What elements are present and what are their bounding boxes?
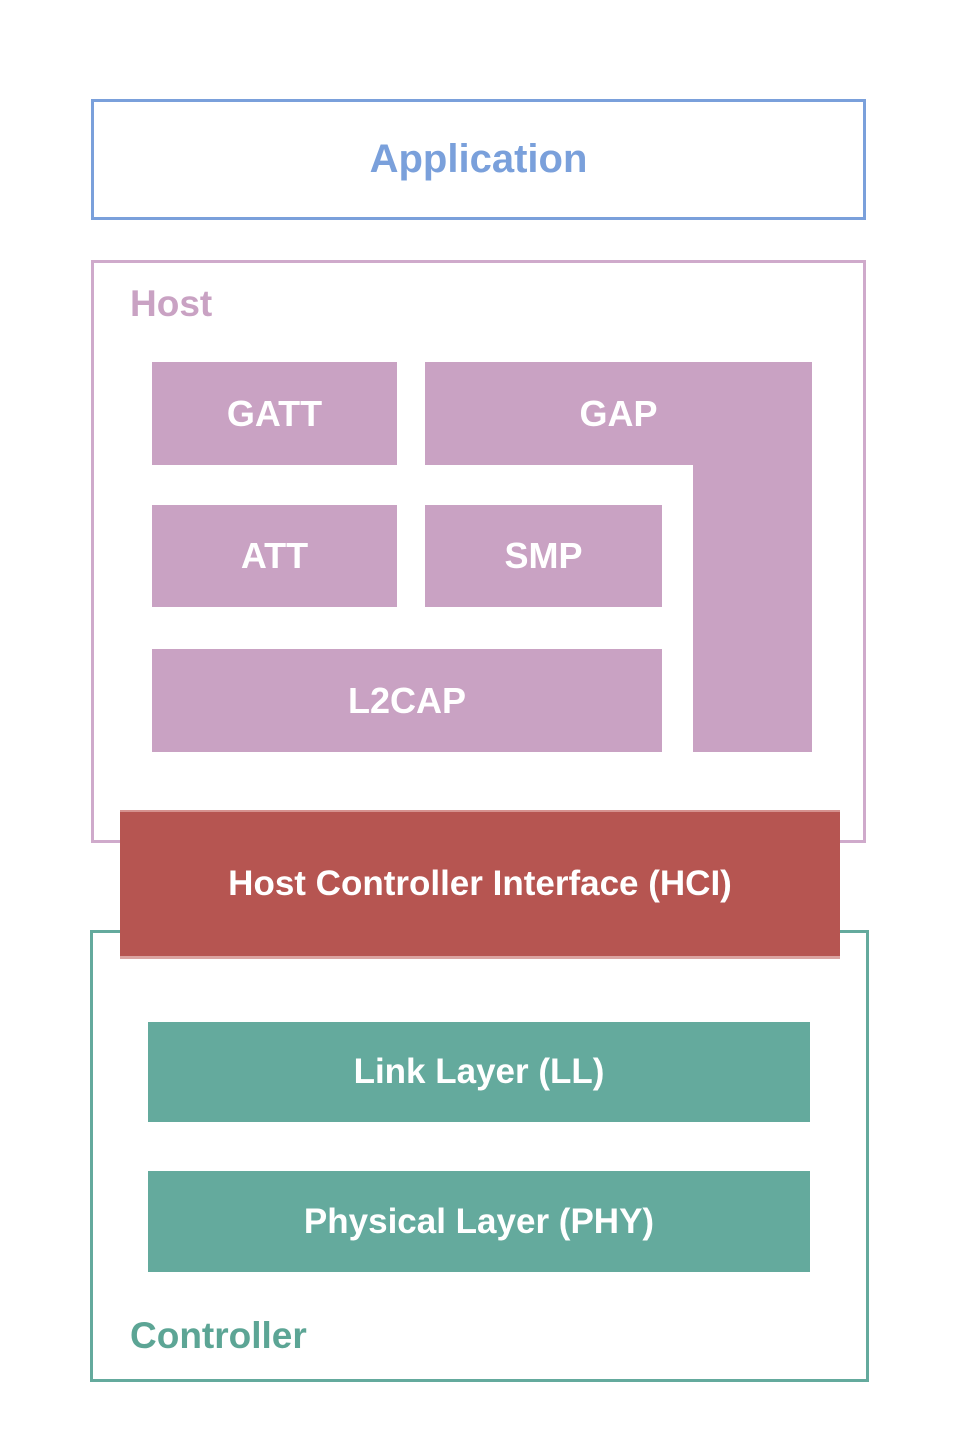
host-label: Host xyxy=(130,283,213,324)
l2cap-label: L2CAP xyxy=(347,679,467,721)
gatt-block: GATT xyxy=(152,362,397,465)
controller-box: Link Layer (LL) Physical Layer (PHY) Con… xyxy=(90,930,869,1382)
hci-label: Host Controller Interface (HCI) xyxy=(228,864,732,903)
att-block: ATT xyxy=(152,505,397,607)
l2cap-block: L2CAP xyxy=(152,649,662,752)
link-layer-label: Link Layer (LL) xyxy=(353,1052,605,1091)
smp-block: SMP xyxy=(425,505,662,607)
hci-block: Host Controller Interface (HCI) xyxy=(120,810,840,959)
gap-block: GAP xyxy=(425,362,812,465)
gap-block-extension xyxy=(693,465,812,752)
physical-layer-block: Physical Layer (PHY) xyxy=(148,1171,810,1272)
att-label: ATT xyxy=(240,535,309,576)
smp-label: SMP xyxy=(504,535,583,576)
host-box: Host GATT GAP ATT SMP L2CAP xyxy=(91,260,866,843)
application-label: Application xyxy=(369,137,588,181)
physical-layer-label: Physical Layer (PHY) xyxy=(303,1201,655,1241)
controller-label: Controller xyxy=(130,1315,307,1356)
link-layer-block: Link Layer (LL) xyxy=(148,1022,810,1122)
gap-label: GAP xyxy=(579,392,658,434)
gatt-label: GATT xyxy=(226,392,323,434)
application-box: Application xyxy=(91,99,866,220)
